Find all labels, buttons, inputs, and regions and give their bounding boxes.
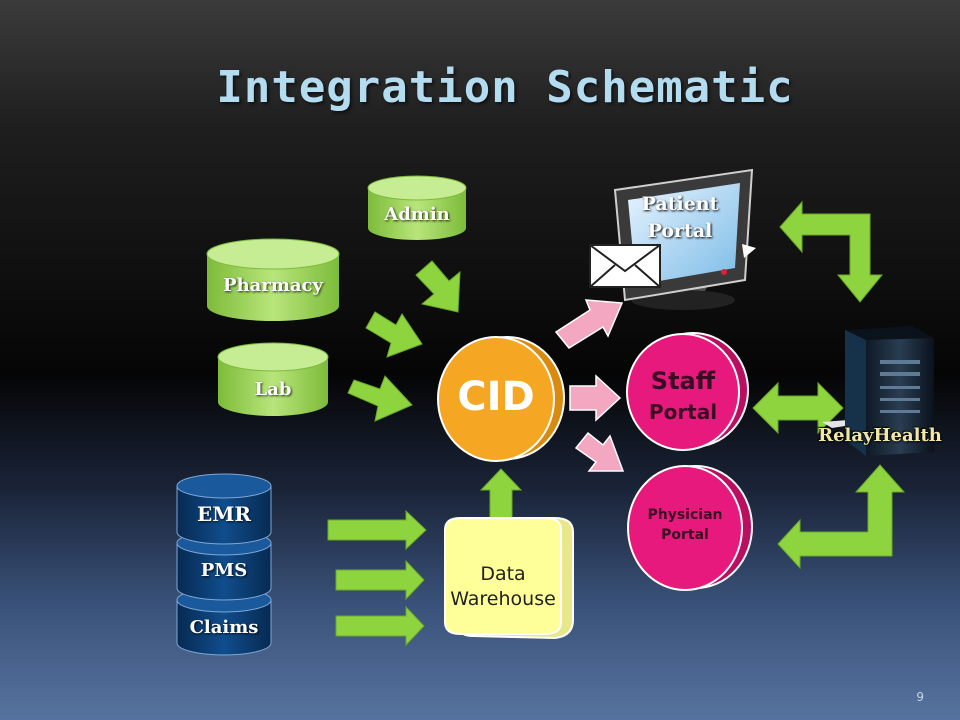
server-tower-icon bbox=[822, 326, 934, 456]
staff-portal-node bbox=[626, 332, 749, 451]
physician-portal-node bbox=[627, 465, 753, 591]
pharmacy-database bbox=[206, 238, 340, 321]
arrow-admin-to-cid bbox=[415, 260, 461, 313]
arrow-pharmacy-to-cid bbox=[365, 311, 423, 358]
arrow-lab-to-cid bbox=[347, 375, 413, 422]
patient-portal-label-line1: Patient bbox=[641, 193, 719, 215]
relayhealth-label: RelayHealth bbox=[818, 425, 942, 446]
physician-portal-label-line1: Physician bbox=[647, 507, 723, 523]
arrow-staff-portal-relayhealth bbox=[752, 381, 844, 435]
pharmacy-label: Pharmacy bbox=[223, 275, 323, 296]
arrow-cid-to-physician-portal bbox=[574, 431, 625, 472]
data-warehouse-label-line1: Data bbox=[480, 563, 526, 585]
arrow-claims-to-warehouse bbox=[335, 605, 425, 647]
pms-label: PMS bbox=[200, 560, 248, 581]
cid-node bbox=[437, 336, 565, 462]
arrow-cid-to-patient-portal bbox=[554, 299, 624, 349]
arrow-emr-to-warehouse bbox=[327, 509, 427, 551]
data-warehouse-node bbox=[444, 517, 574, 640]
emr-label: EMR bbox=[196, 502, 251, 526]
staff-portal-label-line1: Staff bbox=[650, 367, 716, 395]
patient-portal-label-line2: Portal bbox=[647, 220, 713, 242]
cid-label: CID bbox=[457, 374, 535, 420]
envelope-icon bbox=[589, 244, 661, 288]
arrow-warehouse-to-cid bbox=[479, 468, 523, 520]
lab-database bbox=[217, 342, 329, 416]
physician-portal-label-line2: Portal bbox=[661, 527, 709, 543]
lab-label: Lab bbox=[254, 379, 292, 400]
arrow-pms-to-warehouse bbox=[335, 559, 425, 601]
page-title: Integration Schematic bbox=[216, 62, 794, 113]
admin-label: Admin bbox=[384, 204, 450, 225]
page-number: 9 bbox=[916, 690, 924, 704]
emr-database bbox=[176, 473, 272, 545]
arrow-physician-portal-relayhealth bbox=[777, 464, 906, 570]
data-warehouse-label-line2: Warehouse bbox=[450, 588, 556, 610]
staff-portal-label-line2: Portal bbox=[648, 400, 718, 424]
arrow-cid-to-staff-portal bbox=[569, 374, 622, 422]
admin-database bbox=[367, 175, 467, 240]
arrow-relayhealth-patient-portal bbox=[779, 200, 884, 303]
claims-label: Claims bbox=[189, 617, 259, 638]
